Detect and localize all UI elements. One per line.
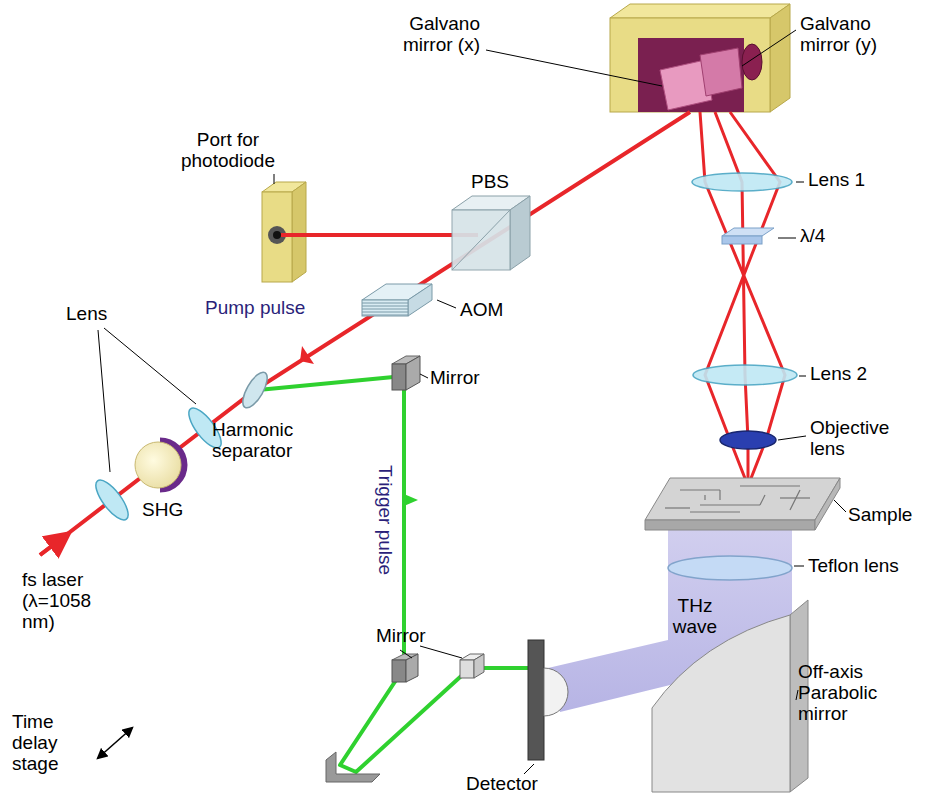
quarter-wave-plate [722,228,774,244]
scan-beams [700,112,785,486]
photodiode-port [262,182,306,282]
laser-arrow [40,534,68,555]
sample [645,478,840,530]
part-label: Off-axis Parabolic mirror [798,662,908,725]
objective-lens [720,431,776,449]
circuit-trace [790,490,800,510]
mirror [392,356,420,390]
part-label: Galvano mirror (y) [800,14,910,56]
part-label: PBS [460,172,520,193]
part-label: Lens 1 [808,170,898,191]
circuit-trace [690,511,740,512]
part-label: Harmonic separator [212,420,332,462]
reference-beam [281,233,478,237]
part-label: Objective lens [810,418,920,460]
galvano-housing [610,4,790,112]
part-label: λ/4 [800,226,860,247]
aom [362,284,432,316]
lens-2 [693,365,797,385]
part-label: Detector [466,774,566,795]
part-label: Lens [66,304,126,325]
stage-motion-arrow [98,728,132,758]
harmonic-separator [238,369,272,412]
part-label: Galvano mirror (x) [372,14,480,56]
aom-layer [362,303,408,304]
circuit-trace [780,497,810,498]
lens [90,475,133,524]
circuit-trace [760,495,765,505]
part-label: Mirror [430,368,510,389]
part-label: THz wave [660,596,730,638]
trigger-pulse-mark [404,494,418,506]
pump-beam [40,112,690,555]
part-label: AOM [460,300,520,321]
leader-lines [98,30,846,774]
galvano-mirror-y [700,48,742,96]
circuit-trace [704,495,705,500]
circuit-trace [740,485,800,486]
mirror [392,654,418,682]
part-label: fs laser (λ=1058 nm) [22,570,114,633]
aom-layer [362,309,408,310]
aom-layer [362,315,408,316]
pump-pulse-mark [300,346,314,364]
detector [528,640,568,760]
circuit-trace [680,489,720,490]
mirror [460,654,484,678]
part-label: Pump pulse [205,298,335,319]
aom-layer [362,306,408,307]
circuit-trace [700,504,760,505]
part-label: Time delay stage [12,712,74,775]
shg-crystal [135,441,184,489]
time-delay-stage [326,752,380,782]
aom-layer [362,312,408,313]
part-label: Port for photodiode [168,130,288,172]
teflon-lens [668,556,792,580]
part-label: Mirror [376,626,456,647]
lens-1 [692,173,792,191]
part-label: Trigger pulse [375,465,396,575]
part-label: Lens 2 [810,364,900,385]
part-label: SHG [142,500,202,521]
pbs-cube [452,196,530,270]
part-label: Teflon lens [808,556,928,577]
circuit-trace [719,490,720,500]
trigger-beam [258,376,535,772]
part-label: Sample [848,505,938,526]
circuit-trace [665,507,690,508]
